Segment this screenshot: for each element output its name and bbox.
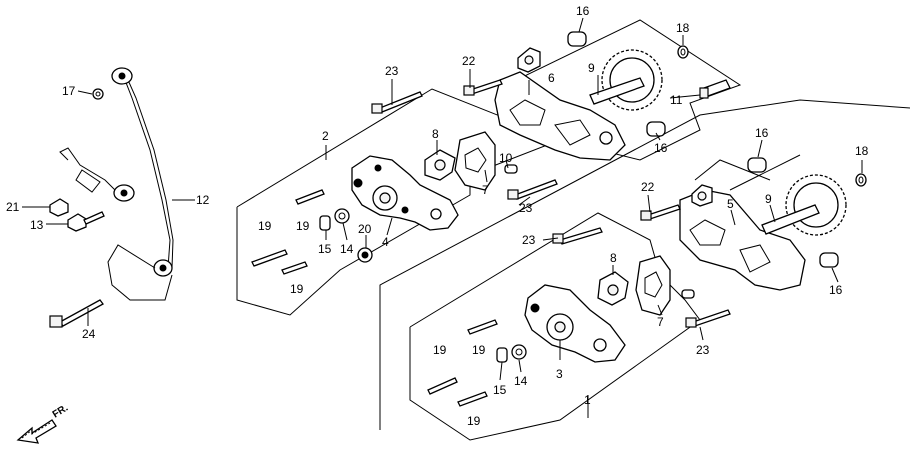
callout-19-c: 19 — [290, 282, 304, 296]
callout-1: 1 — [584, 393, 591, 407]
bolts-and-nuts — [49, 79, 731, 407]
callout-23-mid: 23 — [519, 201, 533, 215]
upper-drive-sprocket — [601, 49, 663, 111]
lower-pump-body — [524, 284, 626, 363]
callout-18-upper: 18 — [676, 21, 690, 35]
upper-dowel-pins — [567, 31, 666, 137]
callout-23-left: 23 — [522, 233, 536, 247]
leader-lines — [22, 17, 863, 418]
lower-outer-rotor — [635, 255, 671, 316]
callout-9-upper: 9 — [588, 61, 595, 75]
upper-pump-cover — [494, 47, 626, 161]
callout-14-upper: 14 — [340, 242, 354, 256]
callout-8-lower: 8 — [610, 251, 617, 265]
lower-pump-cover — [679, 184, 806, 291]
callout-7-lower: 7 — [657, 315, 664, 329]
callout-17: 17 — [62, 84, 76, 98]
callout-15-lower: 15 — [493, 383, 507, 397]
callout-23-lower: 23 — [696, 343, 710, 357]
callout-labels: 1 2 3 4 5 6 7 7 8 8 9 9 10 11 12 13 14 1… — [6, 4, 869, 428]
oil-pipe-assembly — [59, 67, 174, 301]
callout-3: 3 — [556, 367, 563, 381]
callout-7-upper: 7 — [482, 183, 489, 197]
callout-16-top: 16 — [576, 4, 590, 18]
upper-outer-rotor — [454, 131, 496, 191]
upper-inner-rotor — [424, 149, 456, 181]
callout-10: 10 — [499, 151, 513, 165]
callout-21: 21 — [6, 200, 20, 214]
upper-pump-body — [351, 155, 459, 231]
lower-shaft — [761, 204, 820, 235]
callout-4: 4 — [382, 235, 389, 249]
callout-18-lower: 18 — [855, 144, 869, 158]
front-direction-arrow: FR. — [16, 403, 71, 444]
callout-24: 24 — [82, 327, 96, 341]
callout-19-a: 19 — [258, 219, 272, 233]
callout-11: 11 — [670, 93, 683, 107]
callout-16-lower-top: 16 — [755, 126, 769, 140]
callout-19-e: 19 — [472, 343, 486, 357]
callout-16-lower-bottom: 16 — [829, 283, 843, 297]
callout-5: 5 — [727, 197, 734, 211]
upper-shaft — [589, 77, 645, 105]
callout-19-f: 19 — [467, 414, 481, 428]
lower-pump-group-frame — [409, 154, 801, 441]
callout-19-b: 19 — [296, 219, 310, 233]
lower-washer — [855, 173, 867, 187]
callout-9-lower: 9 — [765, 192, 772, 206]
main-divider-line — [379, 99, 910, 430]
callout-16-upper-right: 16 — [654, 141, 668, 155]
callout-22-lower: 22 — [641, 180, 655, 194]
upper-washer — [677, 45, 689, 59]
front-marker-label: FR. — [51, 403, 71, 421]
callout-6: 6 — [548, 71, 555, 85]
callout-8-upper: 8 — [432, 127, 439, 141]
callout-22-upper: 22 — [462, 54, 476, 68]
lower-dowel-pins — [504, 157, 839, 299]
lower-inner-rotor — [597, 271, 629, 306]
upper-sprocket-bolt — [699, 79, 731, 99]
callout-2: 2 — [322, 129, 329, 143]
callout-23-top: 23 — [385, 64, 399, 78]
callout-14-lower: 14 — [514, 374, 528, 388]
callout-12: 12 — [196, 193, 210, 207]
callout-20: 20 — [358, 222, 372, 236]
callout-15-upper: 15 — [318, 242, 332, 256]
callout-13: 13 — [30, 218, 44, 232]
lower-drive-sprocket — [785, 174, 847, 236]
callout-19-d: 19 — [433, 343, 447, 357]
